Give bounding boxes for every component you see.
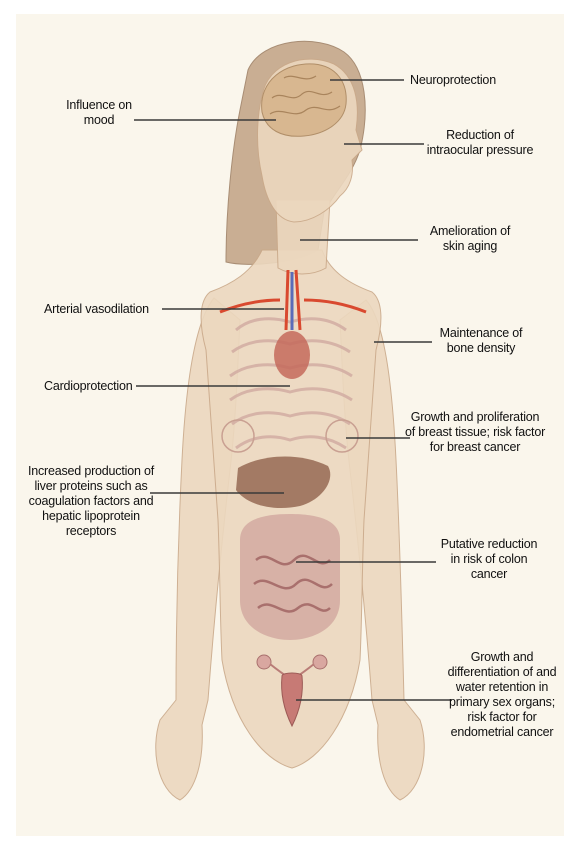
label-skin-aging: Amelioration of skin aging xyxy=(420,224,520,254)
label-neuroprotection: Neuroprotection xyxy=(410,73,530,88)
intestines xyxy=(240,514,340,640)
label-bone-density: Maintenance of bone density xyxy=(428,326,534,356)
label-colon-cancer: Putative reduction in risk of colon canc… xyxy=(430,537,548,582)
label-mood: Influence on mood xyxy=(52,98,146,128)
label-breast-tissue: Growth and proliferation of breast tissu… xyxy=(402,410,548,455)
label-sex-organs: Growth and differentiation of and water … xyxy=(440,650,564,740)
label-intraocular-pressure: Reduction of intraocular pressure xyxy=(420,128,540,158)
label-liver-proteins: Increased production of liver proteins s… xyxy=(24,464,158,539)
label-cardioprotection: Cardioprotection xyxy=(44,379,136,394)
label-arterial-vasodilation: Arterial vasodilation xyxy=(44,302,160,317)
